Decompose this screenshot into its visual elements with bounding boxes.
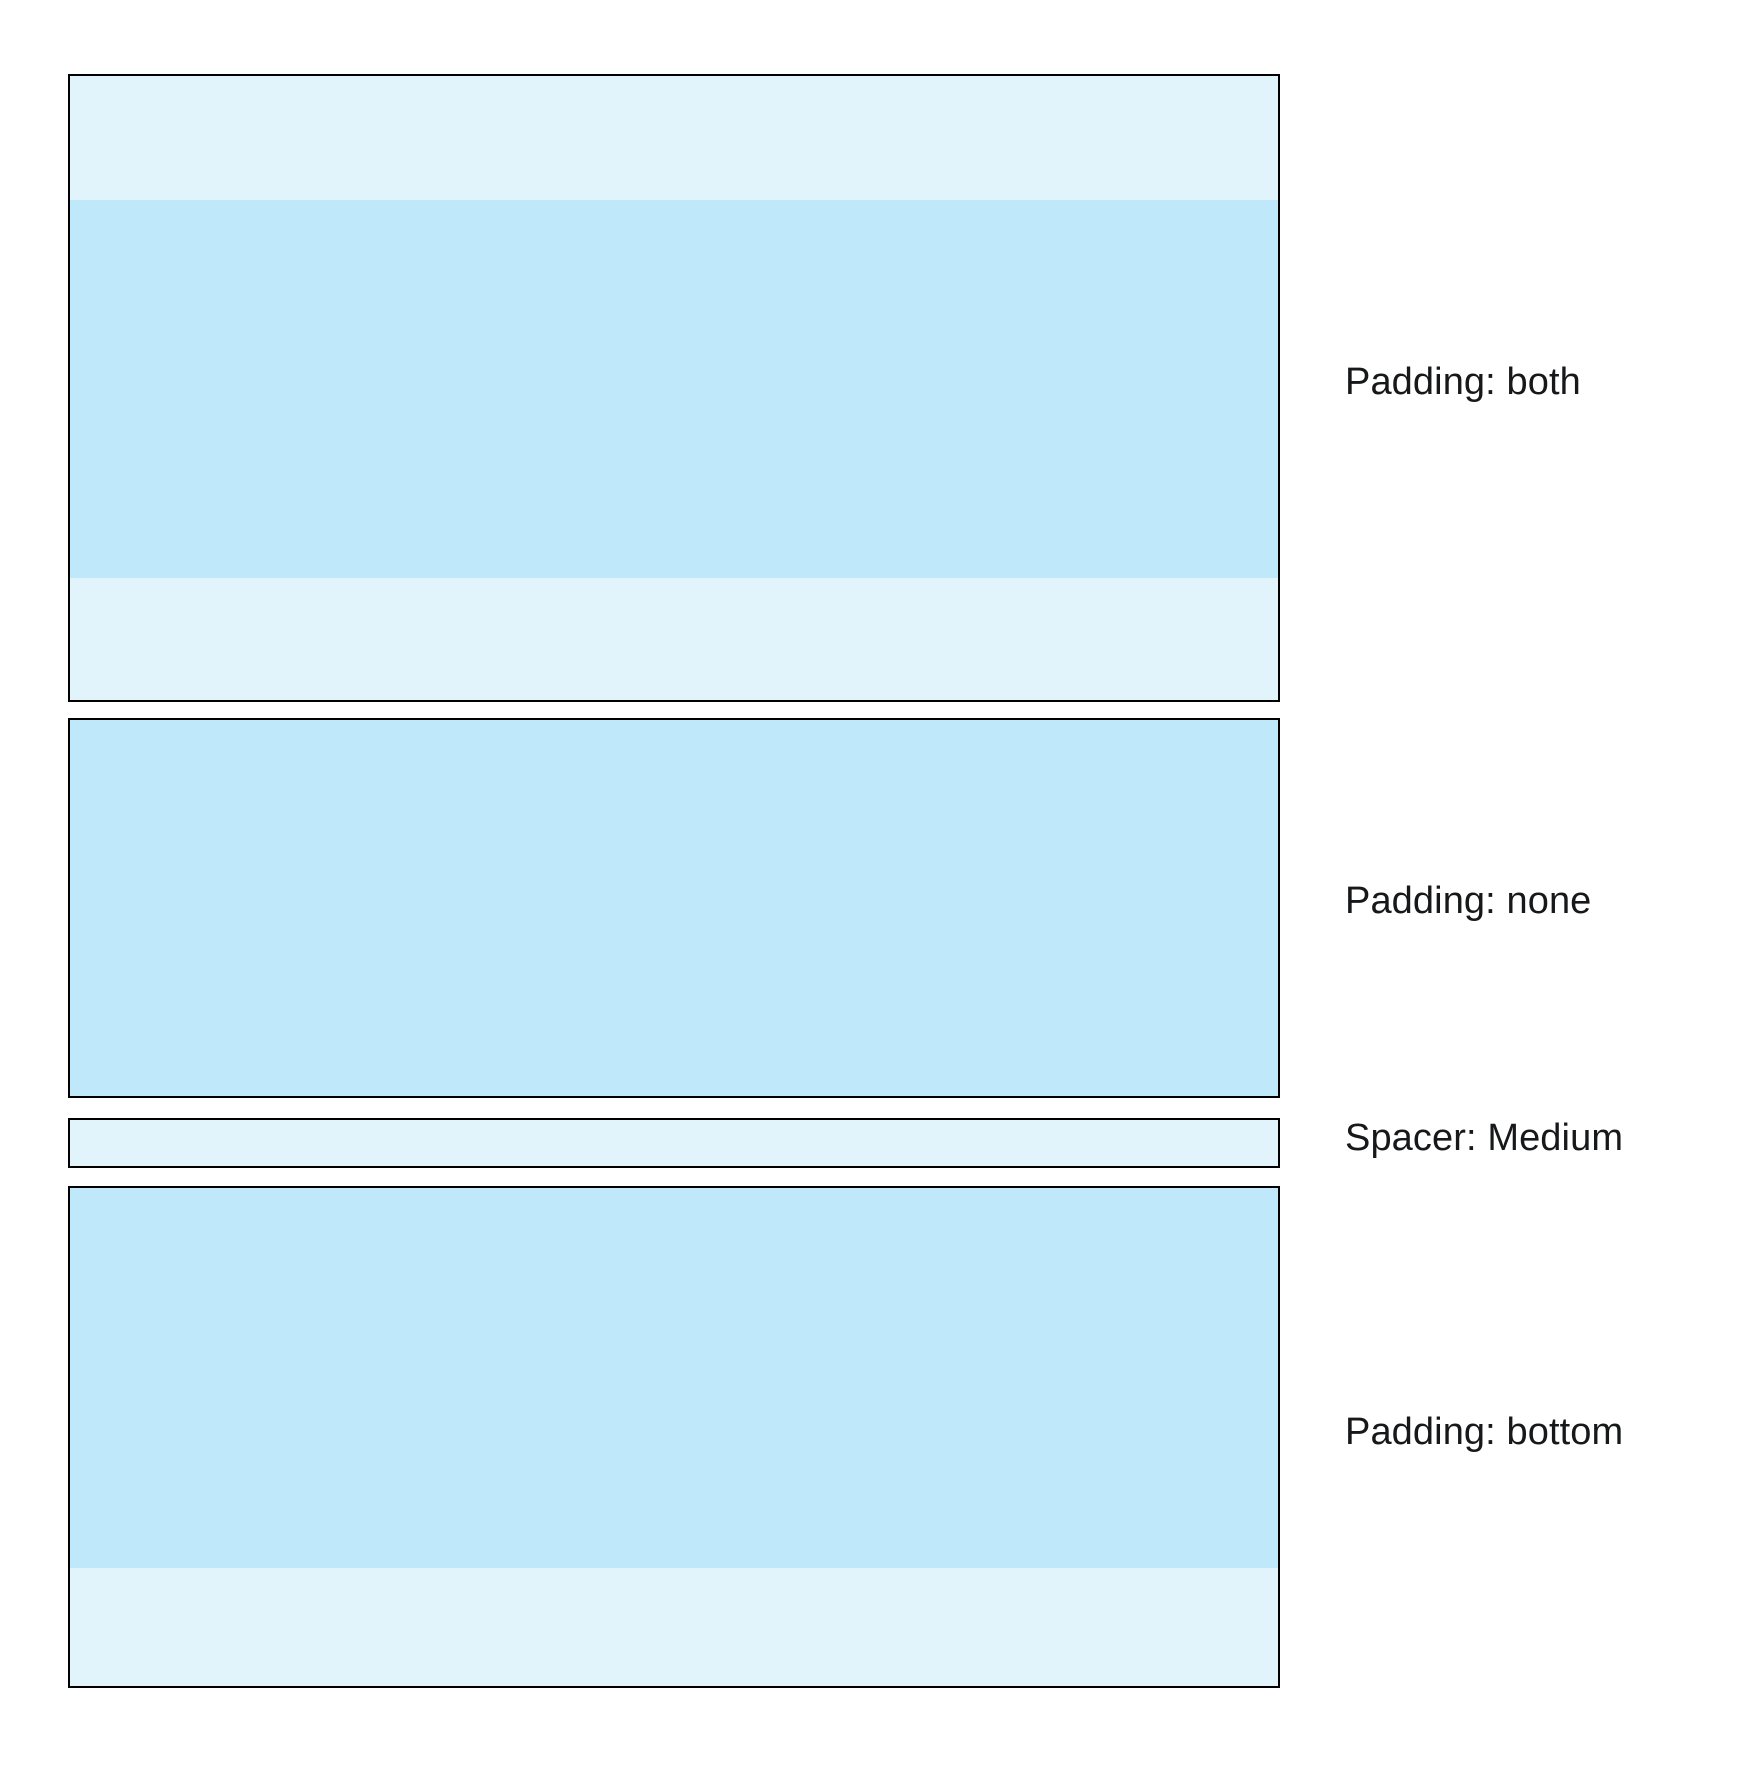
padding-bottom-label: Padding: bottom <box>1345 1411 1624 1453</box>
padding-both-box <box>68 74 1280 702</box>
padding-bottom-box <box>68 1186 1280 1688</box>
content-region <box>70 1188 1278 1568</box>
padding-none-label: Padding: none <box>1345 880 1592 922</box>
spacer-medium-box <box>68 1118 1280 1168</box>
padding-both-label: Padding: both <box>1345 361 1581 403</box>
spacer-medium-label: Spacer: Medium <box>1345 1117 1624 1159</box>
padding-bottom-region <box>70 1568 1278 1686</box>
padding-top-region <box>70 76 1278 200</box>
padding-none-box <box>68 718 1280 1098</box>
content-region <box>70 720 1278 1096</box>
padding-bottom-region <box>70 578 1278 700</box>
content-region <box>70 200 1278 578</box>
